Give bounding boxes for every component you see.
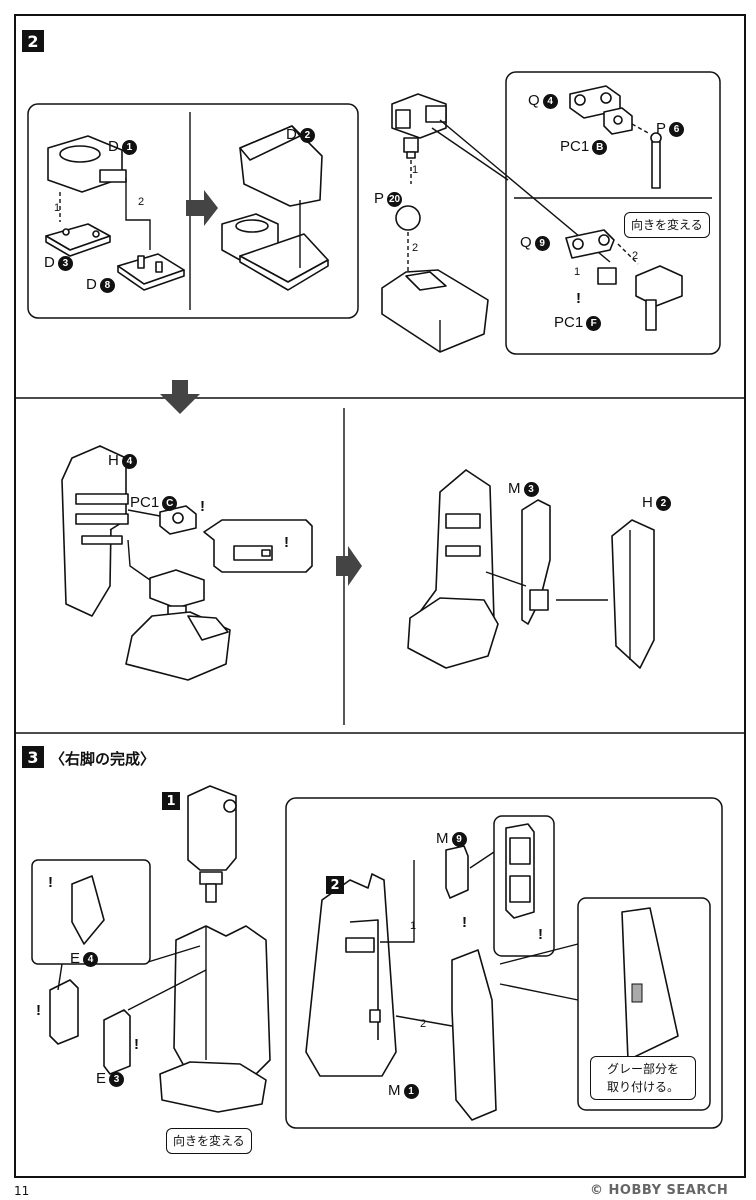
foot-base — [381, 269, 489, 353]
part-e3 — [103, 1009, 131, 1075]
part-pc1c — [159, 505, 197, 535]
part-pc1f — [597, 267, 617, 285]
step-number: 2 — [22, 30, 44, 52]
watermark-text: HOBBY SEARCH — [608, 1183, 729, 1198]
part-p6 — [650, 132, 662, 189]
part-pc1b — [603, 107, 633, 135]
part-m3 — [521, 499, 551, 625]
order-marker: 2 — [412, 242, 419, 254]
order-marker: 1 — [54, 202, 61, 214]
caution-icon: ! — [36, 1002, 41, 1019]
step-number: 3 — [22, 746, 44, 768]
detail-callout — [493, 815, 555, 957]
note-change-direction: 向きを変える — [166, 1128, 252, 1154]
part-m9 — [445, 845, 469, 899]
watermark: © HOBBY SEARCH — [590, 1183, 728, 1198]
leg-assembly — [407, 469, 499, 669]
subassembly-panel — [285, 797, 723, 1129]
subassembly-panel — [505, 71, 721, 355]
part-d8 — [117, 253, 185, 291]
note-line: グレー部分を — [606, 1062, 679, 1076]
part-h2 — [611, 519, 655, 669]
lower-leg-assembled — [159, 925, 271, 1113]
order-marker: 2 — [632, 250, 639, 262]
order-marker: 2 — [420, 1018, 427, 1030]
lower-leg-frame — [305, 873, 397, 1077]
part-q4 — [569, 85, 621, 119]
note-line: 取り付ける。 — [606, 1080, 679, 1094]
sub-step-number: 2 — [326, 876, 344, 894]
detail-callout — [577, 897, 711, 1111]
ball-joint — [395, 205, 421, 231]
order-marker: 1 — [574, 266, 581, 278]
caution-icon: ! — [538, 926, 543, 943]
order-marker: 2 — [138, 196, 145, 208]
caution-icon: ! — [462, 914, 467, 931]
knee-joint-2 — [149, 569, 205, 619]
step-title: 〈右脚の完成〉 — [50, 750, 156, 768]
copyright-mark: © — [590, 1183, 604, 1198]
caution-icon: ! — [284, 534, 289, 551]
upper-leg-assembled — [187, 785, 237, 903]
part-q9 — [565, 229, 615, 259]
subassembly-panel — [27, 103, 359, 319]
part-d3 — [45, 223, 111, 257]
caution-icon: ! — [48, 874, 53, 891]
sub-step-number: 1 — [162, 792, 180, 810]
foot-base-2 — [125, 611, 231, 681]
note-gray-part: グレー部分を 取り付ける。 — [590, 1056, 696, 1100]
flow-arrow — [160, 380, 200, 414]
knee-joint — [391, 93, 447, 159]
instruction-sheet-frame — [14, 14, 746, 1178]
flow-arrow — [186, 190, 218, 226]
caution-icon: ! — [576, 290, 581, 307]
knee-joint-small — [635, 265, 683, 331]
caution-icon: ! — [200, 498, 205, 515]
part-e4 — [49, 979, 79, 1045]
part-d1 — [47, 135, 127, 193]
part-m1 — [451, 949, 497, 1121]
order-marker: 1 — [412, 164, 419, 176]
base-assembly — [221, 213, 329, 291]
flow-arrow — [336, 546, 362, 586]
order-marker: 1 — [410, 920, 417, 932]
note-change-direction: 向きを変える — [624, 212, 710, 238]
page-number: 11 — [14, 1184, 30, 1198]
part-h4 — [61, 445, 129, 617]
caution-icon: ! — [134, 1036, 139, 1053]
